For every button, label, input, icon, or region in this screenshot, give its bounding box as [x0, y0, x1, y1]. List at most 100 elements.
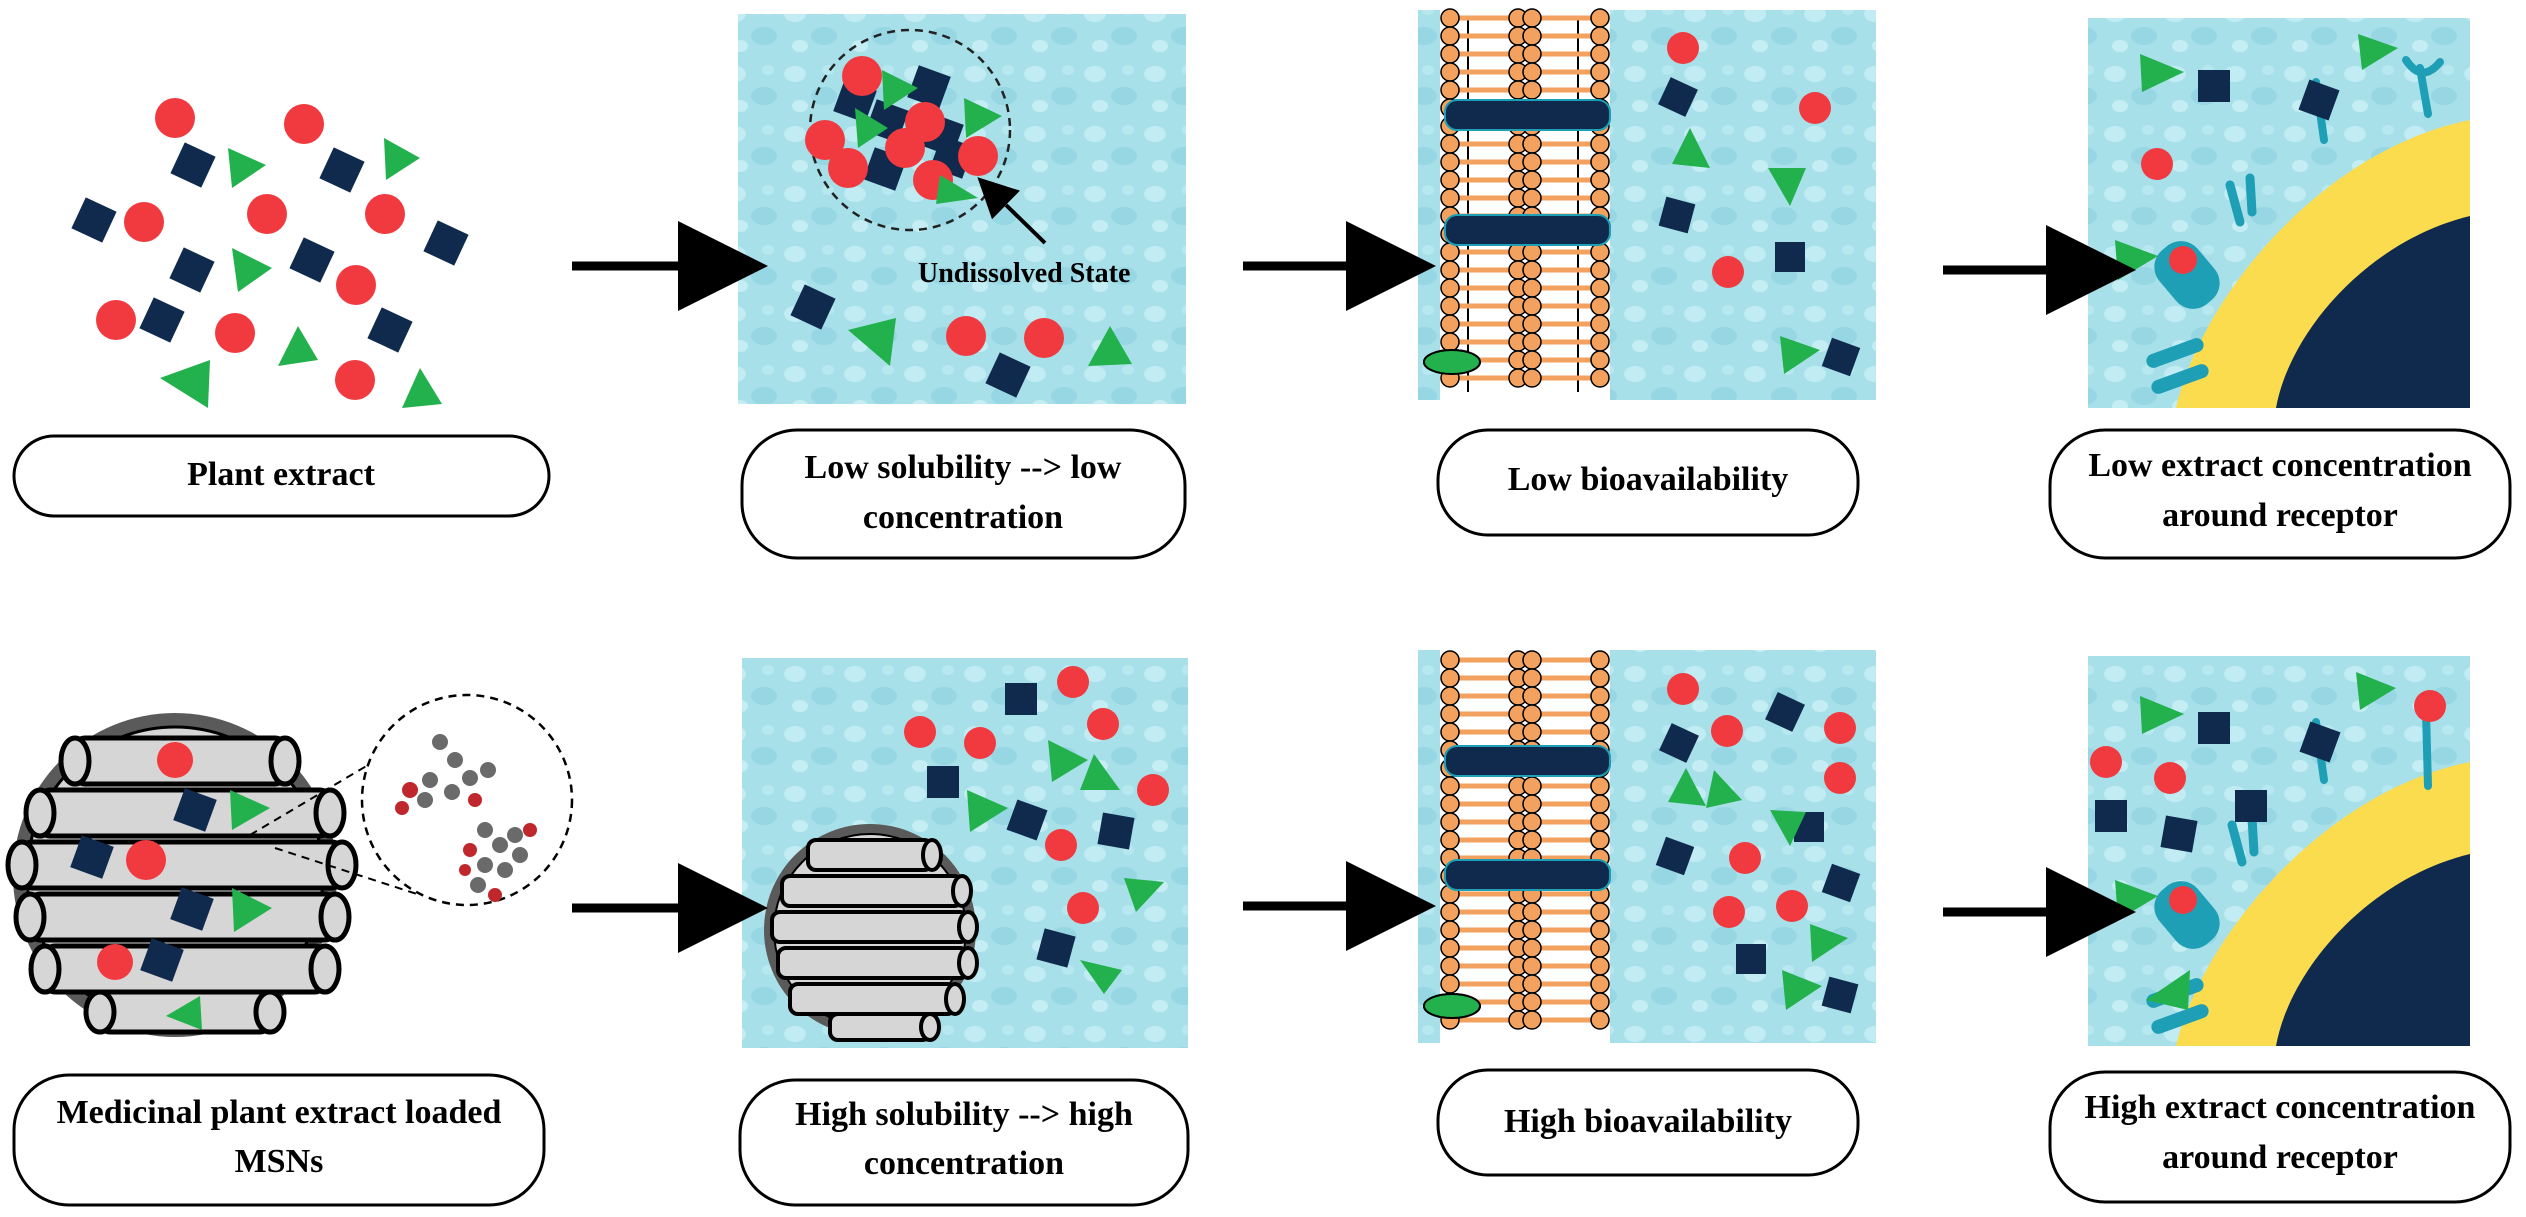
lipid-head: [1590, 956, 1610, 976]
svg-text:around receptor: around receptor: [2162, 497, 2398, 534]
lipid-head: [1522, 722, 1542, 742]
membrane-channel: [1423, 349, 1481, 375]
lipid-head: [1440, 668, 1460, 688]
label-msn-loaded: Medicinal plant extract loaded MSNs: [12, 1073, 546, 1207]
svg-text:Low bioavailability: Low bioavailability: [1508, 461, 1789, 498]
lipid-head: [1522, 686, 1542, 706]
lipid-head: [1590, 332, 1610, 352]
lipid-head: [1440, 332, 1460, 352]
label-high-bioavailability: High bioavailability: [1436, 1068, 1860, 1177]
receptor-icon: [2146, 56, 2444, 394]
lipid-head: [1440, 8, 1460, 28]
lipid-head: [1522, 296, 1542, 316]
label-plant-extract: Plant extract: [12, 434, 551, 518]
molecule-navy: [170, 142, 216, 188]
lipid-head: [1522, 350, 1542, 370]
lipid-head: [1440, 314, 1460, 334]
lipid-head: [1590, 296, 1610, 316]
svg-text:MSNs: MSNs: [235, 1143, 324, 1180]
label-low-bioavailability: Low bioavailability: [1436, 428, 1860, 537]
lipid-head: [1522, 956, 1542, 976]
lipid-head: [1522, 794, 1542, 814]
lipid-head: [1590, 134, 1610, 154]
lipid-head: [1440, 794, 1460, 814]
lipid-head: [1522, 650, 1542, 670]
lipid-head: [1522, 1010, 1542, 1030]
lipid-head: [1522, 830, 1542, 850]
molecule-red: [365, 194, 405, 234]
molecule-red: [96, 300, 136, 340]
lipid-head: [1590, 992, 1610, 1012]
lipid-head: [1440, 260, 1460, 280]
molecule-red: [247, 194, 287, 234]
lipid-head: [1590, 8, 1610, 28]
lipid-head: [1522, 938, 1542, 958]
lipid-head: [1522, 668, 1542, 688]
svg-text:concentration: concentration: [864, 1145, 1064, 1182]
lipid-head: [1590, 62, 1610, 82]
molecule-green: [402, 368, 442, 408]
lipid-head: [1590, 704, 1610, 724]
cell-nucleus: [2276, 854, 2470, 1046]
lipid-head: [1440, 902, 1460, 922]
svg-text:Plant extract: Plant extract: [187, 456, 376, 493]
molecule-navy: [169, 247, 215, 293]
lipid-head: [1522, 44, 1542, 64]
cell-nucleus: [2276, 216, 2470, 408]
transmembrane-protein: [1444, 99, 1611, 131]
panel-low-receptor: [2088, 18, 2470, 408]
mesoporous-silica-nanoparticle-icon: [5, 713, 359, 1037]
lipid-head: [1522, 920, 1542, 940]
lipid-head: [1522, 368, 1542, 388]
molecule-navy: [139, 297, 185, 343]
lipid-head: [1440, 650, 1460, 670]
lipid-head: [1440, 938, 1460, 958]
transmembrane-protein: [1444, 859, 1611, 891]
lipid-head: [1590, 314, 1610, 334]
lipid-head: [1590, 902, 1610, 922]
molecule-navy: [367, 307, 413, 353]
membrane-channel: [1423, 993, 1481, 1019]
lipid-head: [1522, 902, 1542, 922]
lipid-head: [1522, 812, 1542, 832]
lipid-head: [1522, 188, 1542, 208]
panel-low-solubility: Undissolved State: [738, 14, 1186, 404]
panel-high-solubility: [742, 658, 1188, 1048]
molecule-navy: [423, 220, 469, 266]
lipid-head: [1522, 314, 1542, 334]
lipid-head: [1590, 722, 1610, 742]
lipid-head: [1440, 776, 1460, 796]
lipid-head: [1440, 296, 1460, 316]
lipid-head: [1440, 134, 1460, 154]
lipid-head: [1590, 1010, 1610, 1030]
lipid-head: [1440, 956, 1460, 976]
lipid-head: [1590, 938, 1610, 958]
svg-text:around receptor: around receptor: [2162, 1139, 2398, 1176]
lipid-head: [1440, 152, 1460, 172]
lipid-head: [1440, 704, 1460, 724]
lipid-head: [1440, 920, 1460, 940]
lipid-head: [1590, 650, 1610, 670]
molecule-green: [160, 360, 210, 408]
svg-text:High extract concentration: High extract concentration: [2085, 1089, 2476, 1126]
lipid-head: [1522, 992, 1542, 1012]
row-2: Medicinal plant extract loaded MSNs High…: [5, 650, 2512, 1207]
molecule-red: [124, 202, 164, 242]
lipid-head: [1590, 80, 1610, 100]
magnifier-circle-icon: [249, 693, 574, 907]
label-low-receptor: Low extract concentration around recepto…: [2048, 428, 2512, 560]
molecule-red: [336, 265, 376, 305]
lipid-head: [1522, 8, 1542, 28]
lipid-head: [1440, 686, 1460, 706]
svg-text:Medicinal plant extract loaded: Medicinal plant extract loaded: [57, 1094, 502, 1131]
molecule-navy: [71, 197, 117, 243]
lipid-head: [1522, 80, 1542, 100]
molecule-green: [232, 248, 272, 292]
molecule-red: [335, 360, 375, 400]
lipid-head: [1590, 920, 1610, 940]
molecule-red: [215, 313, 255, 353]
lipid-head: [1590, 170, 1610, 190]
lipid-head: [1440, 974, 1460, 994]
molecule-ball-stick: [395, 734, 537, 902]
lipid-head: [1522, 260, 1542, 280]
